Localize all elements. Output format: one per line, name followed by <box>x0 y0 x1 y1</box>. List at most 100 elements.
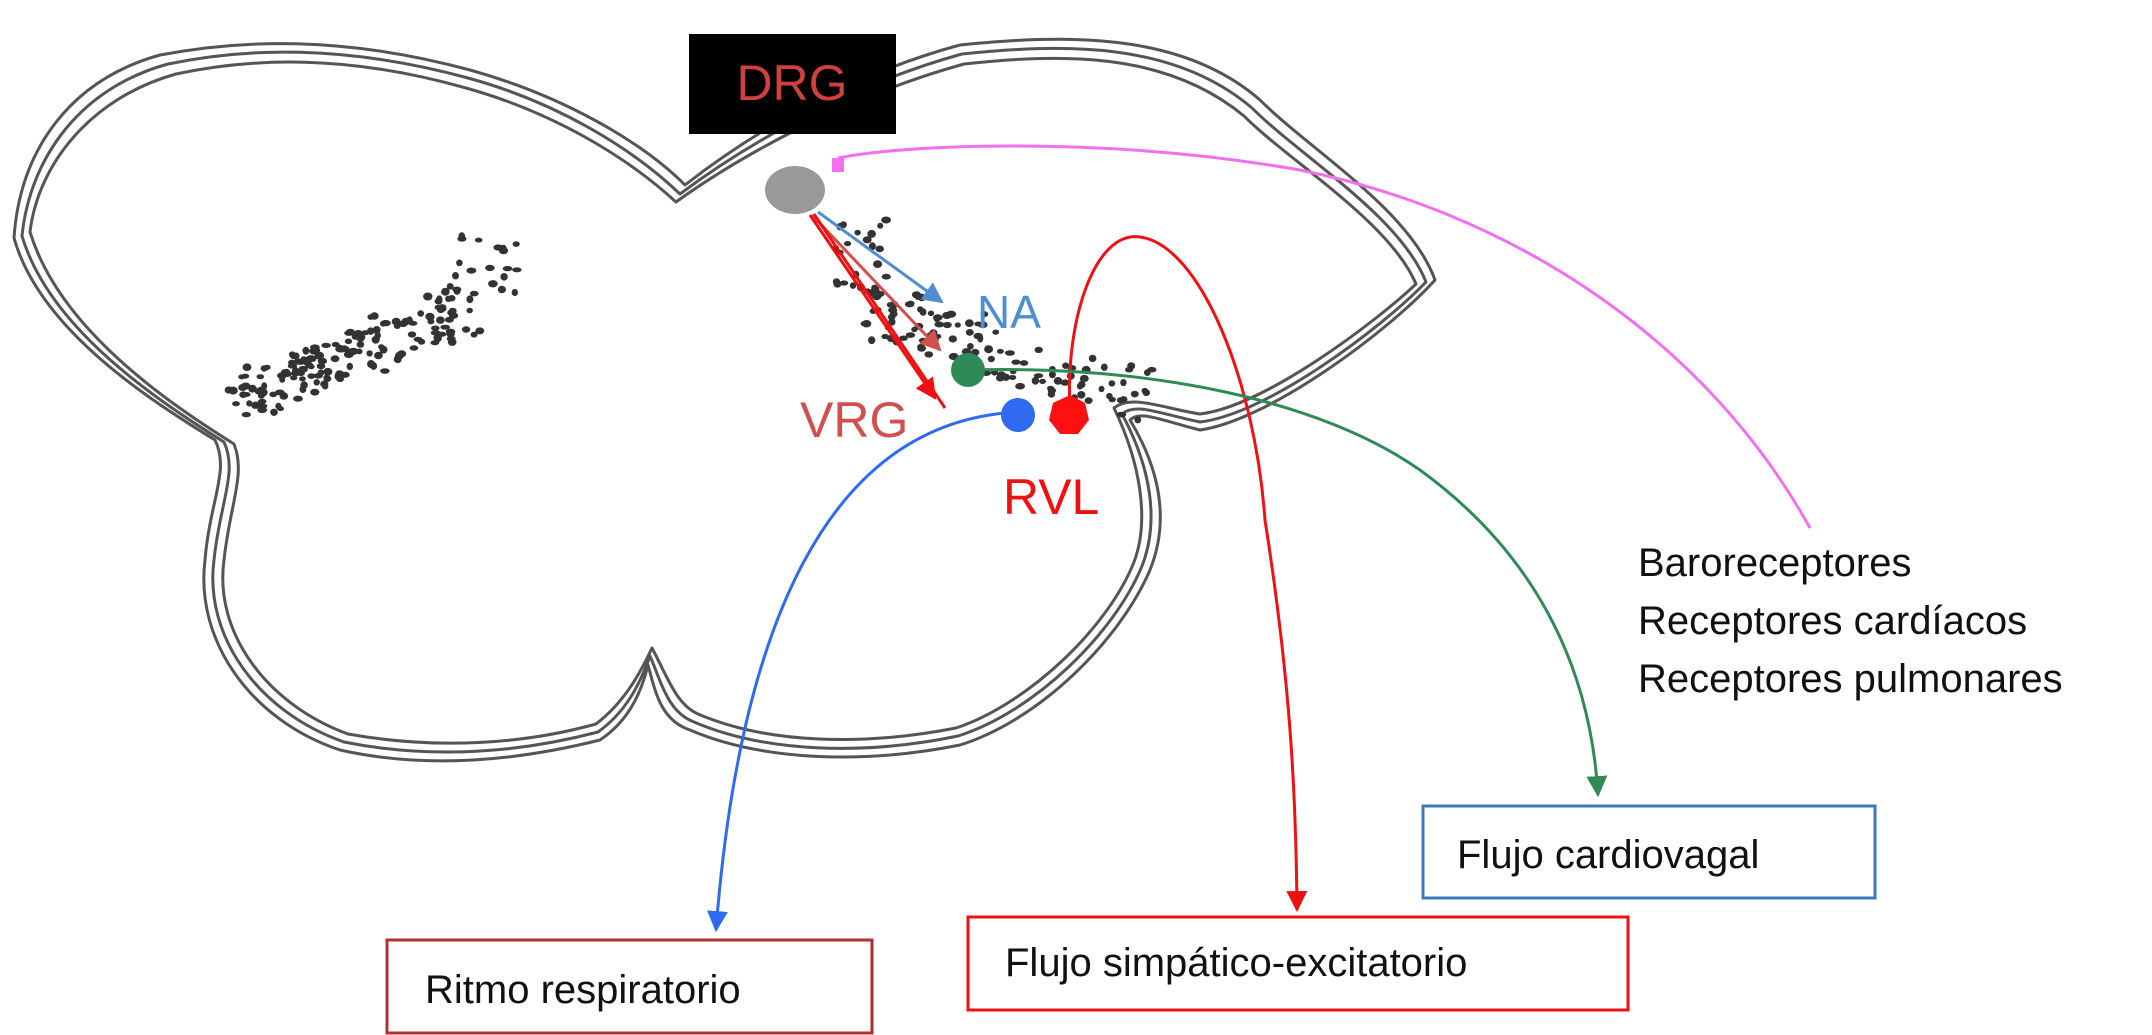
nucleus-dot <box>965 329 974 336</box>
nucleus-dot <box>1060 379 1070 386</box>
nucleus-dot <box>984 345 994 354</box>
nucleus-dot <box>322 383 329 390</box>
drg-to-vrg-arrow <box>810 213 942 352</box>
nucleus-dot <box>441 287 450 296</box>
nucleus-dot <box>475 327 485 335</box>
nucleus-dot <box>917 293 926 302</box>
nucleus-dot <box>881 333 889 340</box>
nucleus-dot <box>256 374 265 380</box>
nucleus-dot <box>942 311 952 320</box>
nucleus-dot <box>340 371 350 378</box>
nucleus-dot <box>343 350 354 359</box>
medulla-outline-contour-3 <box>28 56 1418 745</box>
nucleus-dot <box>374 351 383 360</box>
na-label: NA <box>977 286 1041 338</box>
receptor-baroreceptors: Baroreceptores <box>1638 541 1911 585</box>
nucleus-dot <box>445 295 452 302</box>
nucleus-dot <box>356 341 365 348</box>
nucleus-dot <box>911 326 918 333</box>
nucleus-dot <box>330 355 340 363</box>
nucleus-dot <box>417 310 425 317</box>
nucleus-dot <box>512 267 522 273</box>
nucleus-dot <box>862 236 872 244</box>
nucleus-dot <box>344 330 354 336</box>
left-nucleus-dots <box>224 232 522 418</box>
nucleus-dot <box>302 346 310 355</box>
nucleus-dot <box>474 237 483 243</box>
nucleus-dot <box>1134 416 1142 424</box>
drg-label: DRG <box>736 55 847 111</box>
nucleus-dot <box>361 330 370 336</box>
nucleus-dot <box>248 384 257 393</box>
nucleus-dot <box>260 365 268 372</box>
nucleus-dot <box>977 334 984 343</box>
nucleus-dot <box>355 333 366 341</box>
nucleus-dot <box>1119 396 1128 403</box>
nucleus-dot <box>929 329 938 336</box>
cardiovagal-output-path <box>967 368 1608 798</box>
respiratory-rhythm-box <box>385 938 874 1035</box>
nucleus-dot <box>279 376 286 383</box>
cardiovagal-flow-box <box>1421 804 1877 900</box>
drg-to-na-arrow <box>817 210 944 304</box>
nucleus-dot <box>1047 390 1056 398</box>
nucleus-dot <box>867 229 876 238</box>
nucleus-dot <box>228 386 238 395</box>
nucleus-dot <box>370 362 378 370</box>
nucleus-dot <box>446 336 456 342</box>
nucleus-dot <box>860 321 868 327</box>
nucleus-dot <box>888 307 898 314</box>
drg-to-rvl-arrow-2 <box>812 213 947 409</box>
nucleus-dot <box>849 282 857 289</box>
nucleus-dot <box>904 301 915 308</box>
nucleus-dot <box>833 280 842 288</box>
cardiovagal-flow-label: Flujo cardiovagal <box>1457 833 1759 877</box>
nucleus-dot <box>314 351 325 360</box>
nucleus-dot <box>409 345 419 351</box>
medulla-outline-contour-1 <box>12 37 1437 763</box>
nucleus-dot <box>1008 375 1017 380</box>
nucleus-dot <box>440 324 451 330</box>
medulla-outline <box>12 37 1437 763</box>
nucleus-dot <box>500 244 507 252</box>
nucleus-dot <box>430 330 441 336</box>
nucleus-dot <box>257 398 267 404</box>
nucleus-dot <box>257 386 265 394</box>
nucleus-dot <box>875 245 884 253</box>
nucleus-dot <box>917 343 925 350</box>
nucleus-dot <box>875 291 885 297</box>
nucleus-dot <box>393 355 402 364</box>
medulla-outline-contour-2 <box>20 46 1428 754</box>
nucleus-dot <box>436 316 445 324</box>
nucleus-dot <box>449 312 459 319</box>
nucleus-dot <box>886 302 894 308</box>
nucleus-dot <box>1004 350 1015 356</box>
nucleus-dot <box>1048 370 1056 379</box>
nucleus-dot <box>445 328 456 335</box>
nucleus-dot <box>425 312 435 320</box>
nucleus-dot <box>241 411 251 418</box>
nucleus-dot <box>1079 374 1089 383</box>
nucleus-dot <box>379 345 388 354</box>
nucleus-dot <box>304 356 313 364</box>
nucleus-dot <box>446 283 454 290</box>
nucleus-dot <box>1127 362 1136 370</box>
nucleus-dot <box>380 320 387 327</box>
nucleus-dot <box>356 348 363 355</box>
nucleus-dot <box>456 259 463 267</box>
nucleus-dot <box>919 308 927 316</box>
nucleus-dot <box>948 335 957 343</box>
nucleus-dot <box>1033 373 1044 379</box>
nucleus-dot <box>844 241 852 247</box>
nucleus-dot <box>336 375 345 383</box>
nucleus-dot <box>270 408 278 416</box>
receptor-pulmonary: Receptores pulmonares <box>1638 657 2063 701</box>
nucleus-dot <box>413 336 423 342</box>
nucleus-dot <box>877 222 884 229</box>
nucleus-dot <box>868 242 876 251</box>
nucleus-dot <box>1039 378 1047 385</box>
nucleus-dot <box>293 358 303 365</box>
nucleus-dot <box>307 364 315 370</box>
nucleus-dot <box>307 373 316 379</box>
